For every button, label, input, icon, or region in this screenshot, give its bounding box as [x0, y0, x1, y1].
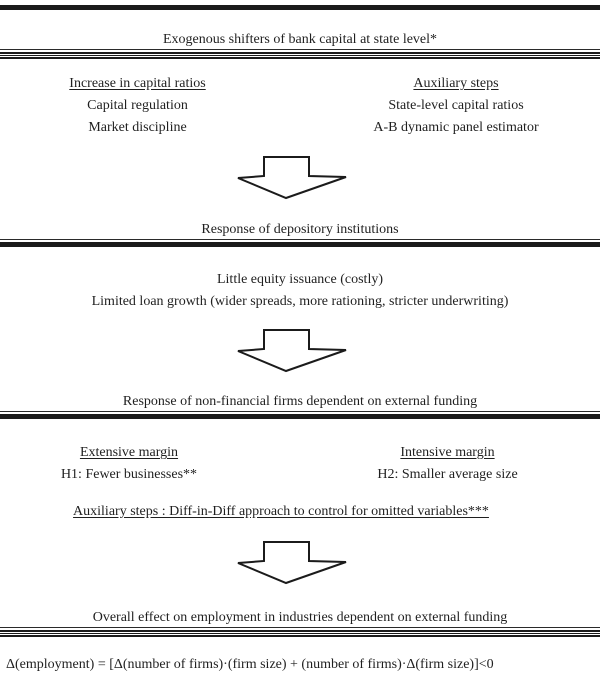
section-3-columns: Extensive margin H1: Fewer businesses** … [0, 442, 600, 486]
auxiliary-steps-column: Auxiliary steps State-level capital rati… [312, 73, 600, 139]
down-arrow-icon [237, 156, 347, 200]
diff-in-diff-text: Auxiliary steps : Diff-in-Diff approach … [73, 504, 489, 519]
depository-response-line: Limited loan growth (wider spreads, more… [91, 294, 509, 309]
down-arrow-icon [237, 329, 347, 373]
section-2-body: Little equity issuance (costly) Limited … [0, 269, 600, 313]
section-4-heading: Overall effect on employment in industri… [0, 609, 600, 628]
section-3-thick-rule [0, 414, 600, 419]
employment-formula: Δ(employment) = [Δ(number of firms)·(fir… [6, 657, 494, 672]
extensive-margin-column: Extensive margin H1: Fewer businesses** [0, 442, 258, 486]
extensive-margin-header: Extensive margin [79, 445, 179, 460]
flow-arrow-2 [0, 329, 600, 378]
top-rule [0, 5, 600, 10]
down-arrow-icon [237, 541, 347, 585]
section-2-heading: Response of depository institutions [0, 221, 600, 240]
section-4-double-rule [0, 630, 600, 637]
capital-ratios-column: Increase in capital ratios Capital regul… [0, 73, 275, 139]
intensive-margin-header: Intensive margin [400, 445, 495, 460]
diff-in-diff-note: Auxiliary steps : Diff-in-Diff approach … [0, 503, 562, 520]
hypothesis-1: H1: Fewer businesses** [60, 467, 198, 482]
flow-arrow-3 [0, 541, 600, 590]
auxiliary-steps-item: A-B dynamic panel estimator [373, 120, 539, 135]
section-1-heading: Exogenous shifters of bank capital at st… [0, 31, 600, 50]
flow-arrow-1 [0, 156, 600, 205]
intensive-margin-column: Intensive margin H2: Smaller average siz… [295, 442, 600, 486]
section-1-double-rule [0, 52, 600, 59]
capital-ratios-item: Capital regulation [87, 98, 188, 113]
section-3-heading: Response of non-financial firms dependen… [0, 393, 600, 412]
hypothesis-2: H2: Smaller average size [377, 467, 518, 482]
depository-response-line: Little equity issuance (costly) [216, 272, 383, 287]
capital-ratios-header: Increase in capital ratios [69, 76, 206, 91]
section-2-thick-rule [0, 242, 600, 247]
capital-ratios-item: Market discipline [88, 120, 187, 135]
auxiliary-steps-item: State-level capital ratios [388, 98, 524, 113]
auxiliary-steps-header: Auxiliary steps [413, 76, 499, 91]
section-1-columns: Increase in capital ratios Capital regul… [0, 73, 600, 139]
